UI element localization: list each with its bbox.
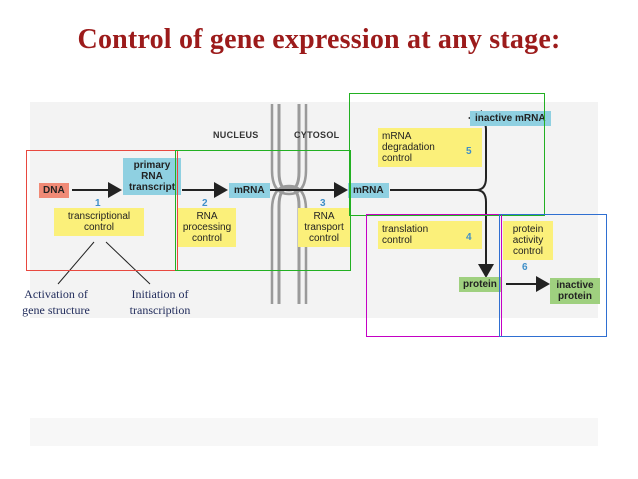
highlight-box-transcription <box>26 150 178 271</box>
connector-initiation <box>105 241 151 285</box>
dna-label: DNA <box>39 183 69 198</box>
arrow-to-protein <box>390 189 494 278</box>
highlight-box-degradation <box>349 93 545 216</box>
slide-title: Control of gene expression at any stage: <box>77 24 561 55</box>
highlight-box-processing-transport <box>175 150 351 271</box>
nucleus-label: NUCLEUS <box>213 130 259 140</box>
protein: protein <box>459 277 501 292</box>
inactive-protein: inactive protein <box>550 278 600 304</box>
control-step-2: RNA processing control <box>178 208 236 247</box>
footer-band <box>30 418 598 446</box>
mrna-cytosol: mRNA <box>348 183 389 198</box>
primary-rna-transcript: primary RNA transcript <box>123 158 181 195</box>
step-number-1: 1 <box>95 198 101 209</box>
step-number-3: 3 <box>320 198 326 209</box>
step-number-2: 2 <box>202 198 208 209</box>
control-step-1: transcriptional control <box>54 208 144 236</box>
control-step-3: RNA transport control <box>298 208 350 247</box>
connector-activation <box>57 241 95 285</box>
step-number-5: 5 <box>466 146 472 157</box>
highlight-box-translation <box>366 214 502 337</box>
annotation-activation: Activation of gene structure <box>22 287 90 317</box>
cytosol-label: CYTOSOL <box>294 130 340 140</box>
step-number-4: 4 <box>466 232 472 243</box>
mrna-nucleus: mRNA <box>229 183 270 198</box>
control-step-4: translation control <box>378 221 482 249</box>
control-step-5: mRNA degradation control <box>378 128 482 167</box>
annotation-initiation: Initiation of transcription <box>129 287 191 317</box>
step-number-6: 6 <box>522 262 528 273</box>
control-step-6: protein activity control <box>503 221 553 260</box>
inactive-mrna: inactive mRNA <box>470 111 551 126</box>
highlight-box-protein-activity <box>499 214 607 337</box>
